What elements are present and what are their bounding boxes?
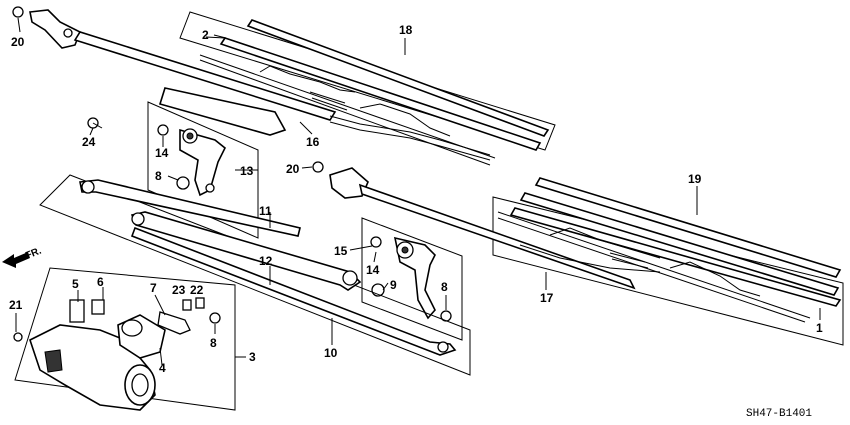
callout-18: 18 [399, 23, 413, 37]
pivot-assembly-box-right [361, 217, 463, 341]
callout-17: 17 [540, 291, 554, 305]
callout-11: 11 [259, 204, 272, 218]
callout-8b: 8 [441, 280, 448, 294]
callout-8a: 8 [155, 169, 162, 183]
pivot-assembly-box-13 [147, 101, 259, 239]
callout-20a: 20 [11, 35, 25, 49]
wiper-arm-upper [29, 9, 491, 161]
callout-20b: 20 [286, 162, 300, 176]
callout-19: 19 [688, 172, 702, 186]
callout-10: 10 [324, 346, 338, 360]
callout-22: 22 [190, 283, 204, 297]
callout-15: 15 [334, 244, 348, 258]
linkage-assembly-box-10 [39, 174, 471, 376]
wiper-blade-upper [179, 11, 556, 166]
callout-5: 5 [72, 277, 79, 291]
callout-12: 12 [259, 254, 273, 268]
motor-assembly-box-3 [13, 267, 236, 411]
fasteners [12, 6, 324, 173]
callout-13: 13 [240, 164, 254, 178]
callout-9: 9 [390, 278, 397, 292]
callout-16: 16 [306, 135, 320, 149]
callout-21: 21 [9, 298, 23, 312]
diagram-code: SH47-B1401 [746, 408, 812, 420]
callout-14b: 14 [366, 263, 380, 277]
wiper-blade-lower [492, 177, 844, 346]
callout-8c: 8 [210, 336, 217, 350]
front-direction-arrow: FR. [2, 245, 43, 268]
callout-3: 3 [249, 350, 256, 364]
callout-1: 1 [816, 321, 823, 335]
callout-23: 23 [172, 283, 186, 297]
callout-2: 2 [202, 28, 209, 42]
callout-24: 24 [82, 135, 96, 149]
callout-labels: 18 2 19 16 17 1 13 11 12 10 3 4 7 6 5 23… [9, 23, 823, 375]
callout-7: 7 [150, 281, 157, 295]
front-label: FR. [24, 245, 43, 261]
callout-4: 4 [159, 361, 166, 375]
callout-6: 6 [97, 275, 104, 289]
leader-lines [15, 17, 821, 366]
wiper-arm-lower [329, 167, 661, 290]
callout-14a: 14 [155, 146, 169, 160]
